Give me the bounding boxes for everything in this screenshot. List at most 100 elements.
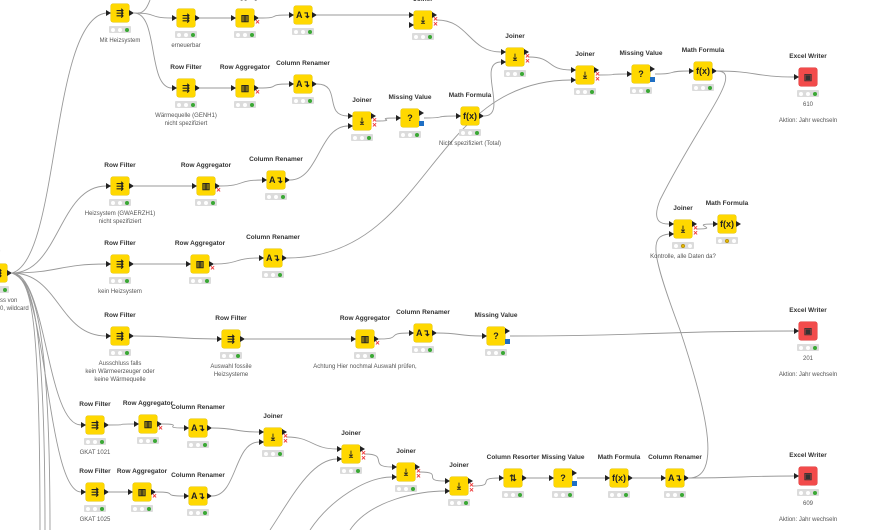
output-port[interactable] (207, 425, 212, 431)
row-filter-icon[interactable]: ⇶ (111, 327, 129, 345)
connection[interactable] (423, 115, 457, 119)
row-aggregator-icon[interactable]: ▥ (191, 255, 209, 273)
row-aggregator-icon[interactable]: ▥ (356, 330, 374, 348)
input-port[interactable] (172, 85, 177, 91)
input-port[interactable] (192, 183, 197, 189)
connection[interactable] (509, 330, 795, 337)
output-port[interactable] (522, 475, 527, 481)
output-port[interactable] (129, 261, 134, 267)
connection[interactable] (133, 12, 173, 19)
input-port[interactable] (409, 330, 414, 336)
math-formula-icon[interactable]: f(x) (694, 62, 712, 80)
column-renamer-icon[interactable]: A↴ (294, 6, 312, 24)
joiner-icon[interactable]: ⤓ (397, 463, 415, 481)
connection[interactable] (286, 436, 338, 450)
input-port[interactable] (392, 464, 397, 470)
pmml-port[interactable] (572, 481, 577, 486)
connection[interactable] (316, 83, 349, 117)
output-port[interactable] (684, 475, 689, 481)
column-renamer-icon[interactable]: A↴ (189, 487, 207, 505)
row-filter-icon[interactable]: ⇶ (111, 4, 129, 22)
connection[interactable] (211, 441, 260, 497)
output-port[interactable] (479, 113, 484, 119)
column-resorter-icon[interactable]: ⇅ (504, 469, 522, 487)
input-port[interactable] (259, 429, 264, 435)
input-port[interactable] (217, 336, 222, 342)
connection[interactable] (436, 19, 502, 53)
joiner-icon[interactable]: ⤓ (264, 428, 282, 446)
input-port[interactable] (172, 15, 177, 21)
output-port[interactable] (505, 328, 510, 334)
input-port[interactable] (134, 421, 139, 427)
connection[interactable] (483, 61, 502, 117)
connection[interactable] (528, 56, 572, 71)
input-port[interactable] (337, 456, 342, 462)
pmml-port[interactable] (419, 121, 424, 126)
input-port[interactable] (689, 68, 694, 74)
input-port[interactable] (501, 59, 506, 65)
output-port[interactable] (594, 67, 599, 73)
joiner-icon[interactable]: ⤓ (342, 445, 360, 463)
connection[interactable] (286, 79, 572, 259)
input-port[interactable] (713, 221, 718, 227)
input-port[interactable] (499, 475, 504, 481)
input-port[interactable] (106, 261, 111, 267)
connection[interactable] (137, 0, 151, 14)
missing-value-icon[interactable]: ? (401, 109, 419, 127)
row-filter-icon[interactable]: ⇶ (86, 416, 104, 434)
input-port[interactable] (231, 85, 236, 91)
column-renamer-icon[interactable]: A↴ (189, 419, 207, 437)
column-renamer-icon[interactable]: A↴ (267, 171, 285, 189)
output-port[interactable] (312, 81, 317, 87)
connection[interactable] (11, 272, 82, 426)
input-port[interactable] (456, 113, 461, 119)
connection[interactable] (11, 263, 107, 274)
joiner-icon[interactable]: ⤓ (506, 48, 524, 66)
input-port[interactable] (794, 473, 799, 479)
row-filter-icon[interactable]: ⇶ (111, 177, 129, 195)
input-port[interactable] (669, 221, 674, 227)
pmml-port[interactable] (650, 77, 655, 82)
output-port[interactable] (129, 10, 134, 16)
connection[interactable] (309, 476, 393, 530)
output-port[interactable] (572, 470, 577, 476)
connection[interactable] (133, 335, 218, 340)
math-formula-icon[interactable]: f(x) (461, 107, 479, 125)
output-port[interactable] (524, 49, 529, 55)
input-port[interactable] (661, 475, 666, 481)
excel-writer-icon[interactable]: ▣ (799, 322, 817, 340)
input-port[interactable] (794, 328, 799, 334)
row-aggregator-icon[interactable]: ▥ (139, 415, 157, 433)
connection[interactable] (213, 257, 260, 265)
output-port[interactable] (468, 478, 473, 484)
input-port[interactable] (571, 67, 576, 73)
input-port[interactable] (482, 333, 487, 339)
output-port[interactable] (432, 330, 437, 336)
row-filter-icon[interactable]: ⇶ (177, 9, 195, 27)
connection[interactable] (161, 423, 185, 429)
output-port[interactable] (129, 333, 134, 339)
output-port[interactable] (712, 68, 717, 74)
output-port[interactable] (650, 66, 655, 72)
joiner-icon[interactable]: ⤓ (353, 112, 371, 130)
input-port[interactable] (396, 115, 401, 121)
input-port[interactable] (184, 493, 189, 499)
connection[interactable] (378, 332, 410, 340)
input-port[interactable] (81, 489, 86, 495)
output-port[interactable] (374, 336, 379, 342)
output-port[interactable] (736, 221, 741, 227)
connection[interactable] (654, 70, 690, 75)
connection[interactable] (289, 125, 349, 181)
connection[interactable] (219, 179, 263, 187)
joiner-icon[interactable]: ⤓ (674, 220, 692, 238)
connection[interactable] (436, 332, 483, 337)
input-port[interactable] (289, 12, 294, 18)
input-port[interactable] (669, 231, 674, 237)
output-port[interactable] (282, 429, 287, 435)
output-port[interactable] (285, 177, 290, 183)
input-port[interactable] (605, 475, 610, 481)
input-port[interactable] (348, 123, 353, 129)
math-formula-icon[interactable]: f(x) (610, 469, 628, 487)
joiner-icon[interactable]: ⤓ (576, 66, 594, 84)
